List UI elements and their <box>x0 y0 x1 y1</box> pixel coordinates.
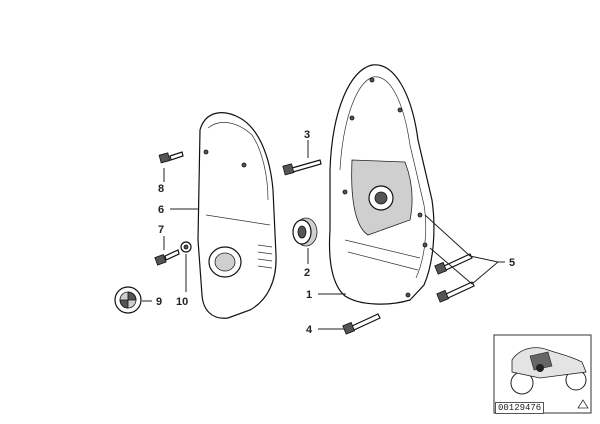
part-number-label: 00129476 <box>495 402 545 414</box>
callout-9: 9 <box>156 296 162 308</box>
callout-labels: 1 2 3 4 5 6 7 8 9 10 <box>156 129 515 336</box>
outer-cover-part-6[interactable] <box>197 112 277 319</box>
timing-case-part-1[interactable] <box>328 64 435 305</box>
callout-1: 1 <box>306 289 312 301</box>
callout-5: 5 <box>509 257 515 269</box>
callout-2: 2 <box>304 267 310 279</box>
bolt-part-4[interactable] <box>342 313 381 335</box>
bolts-part-5[interactable] <box>434 253 475 303</box>
screw-part-7[interactable] <box>154 249 180 266</box>
callout-4: 4 <box>306 324 313 336</box>
callout-7: 7 <box>158 224 164 236</box>
motorcycle-thumbnail <box>493 334 592 414</box>
leader-lines <box>142 140 505 330</box>
seal-ring-part-2[interactable] <box>292 217 318 247</box>
callout-10: 10 <box>176 296 188 308</box>
callout-8: 8 <box>158 183 164 195</box>
screw-part-8[interactable] <box>158 151 184 164</box>
callout-6: 6 <box>158 204 164 216</box>
badge-part-9[interactable] <box>114 286 142 314</box>
washer-part-10[interactable] <box>180 241 192 253</box>
bolt-part-3[interactable] <box>282 159 322 176</box>
callout-3: 3 <box>304 129 310 141</box>
